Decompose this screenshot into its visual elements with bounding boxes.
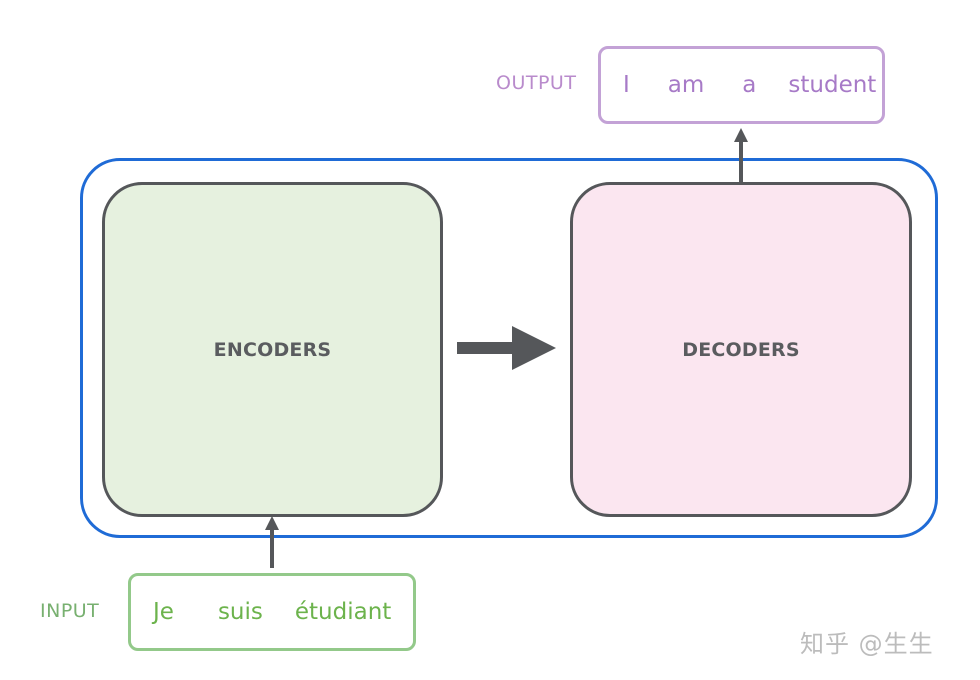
decoders-label: DECODERS [682, 338, 800, 361]
decoders-block: DECODERS [570, 182, 912, 517]
output-word: I [623, 72, 630, 98]
output-word: student [788, 72, 877, 98]
output-sentence-box: I am a student [598, 46, 885, 124]
transformer-container [80, 158, 938, 538]
input-word: Je [153, 599, 174, 625]
input-to-encoder-arrow [265, 516, 279, 568]
input-word: étudiant [294, 599, 392, 625]
watermark: 知乎 @生生 [800, 630, 934, 658]
decoder-to-output-arrow [734, 128, 748, 182]
input-label: INPUT [40, 600, 100, 622]
input-word: suis [217, 599, 263, 625]
output-word: a [742, 72, 757, 98]
encoder-to-decoder-arrow [457, 326, 556, 370]
encoders-block: ENCODERS [102, 182, 443, 517]
input-sentence-box: Je suis étudiant [128, 573, 416, 651]
encoders-label: ENCODERS [213, 338, 332, 361]
output-word: am [667, 72, 705, 98]
output-label: OUTPUT [496, 72, 577, 94]
